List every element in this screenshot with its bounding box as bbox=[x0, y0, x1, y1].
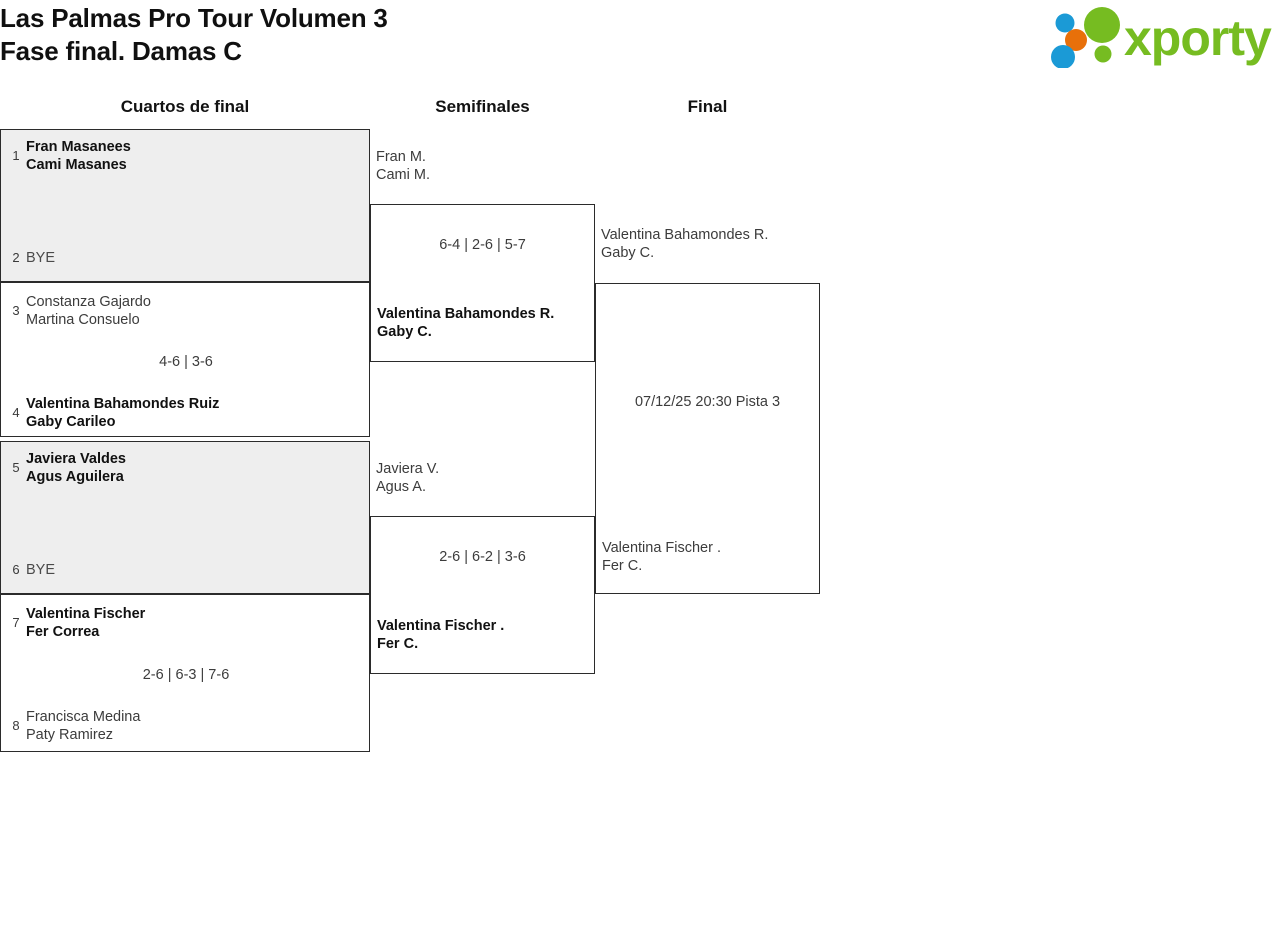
logo-dots bbox=[1051, 7, 1120, 68]
seed-number: 6 bbox=[12, 562, 20, 577]
match-final-team-top[interactable]: Valentina Bahamondes R. Gaby C. bbox=[601, 227, 769, 261]
team-names: Javiera Valdes Agus Aguilera bbox=[26, 451, 126, 485]
seed-number: 4 bbox=[12, 405, 20, 420]
seed-number: 3 bbox=[12, 303, 20, 318]
match-qf-2-team-bottom[interactable]: 4 Valentina Bahamondes Ruiz Gaby Carileo bbox=[1, 395, 371, 431]
logo-wordmark: xporty bbox=[1124, 10, 1273, 66]
match-qf-2-team-top[interactable]: 3 Constanza Gajardo Martina Consuelo bbox=[1, 293, 371, 329]
match-final[interactable]: 07/12/25 20:30 Pista 3 Valentina Fischer… bbox=[595, 283, 820, 594]
match-qf-1[interactable]: 1 Fran Masanees Cami Masanes 2 BYE bbox=[0, 129, 370, 282]
match-qf-4-team-top[interactable]: 7 Valentina Fischer Fer Correa bbox=[1, 605, 371, 641]
match-qf-4-score: 2-6 | 6-3 | 7-6 bbox=[142, 667, 230, 683]
page-title: Las Palmas Pro Tour Volumen 3 Fase final… bbox=[0, 2, 388, 68]
match-qf-3-team-bottom[interactable]: 6 BYE bbox=[1, 561, 371, 579]
match-sf-1-score: 6-4 | 2-6 | 5-7 bbox=[439, 237, 526, 253]
seed-number: 7 bbox=[12, 615, 20, 630]
tournament-name: Las Palmas Pro Tour Volumen 3 bbox=[0, 3, 388, 33]
team-names: Constanza Gajardo Martina Consuelo bbox=[26, 294, 151, 328]
match-sf-1[interactable]: 6-4 | 2-6 | 5-7 Valentina Bahamondes R. … bbox=[370, 204, 595, 362]
team-names: Fran Masanees Cami Masanes bbox=[26, 139, 131, 173]
seed-number: 5 bbox=[12, 460, 20, 475]
team-names: Valentina Fischer Fer Correa bbox=[26, 606, 146, 640]
team-names: BYE bbox=[26, 250, 56, 266]
match-sf-2-score: 2-6 | 6-2 | 3-6 bbox=[439, 549, 526, 565]
team-names: Francisca Medina Paty Ramirez bbox=[26, 709, 141, 743]
match-qf-4-team-bottom[interactable]: 8 Francisca Medina Paty Ramirez bbox=[1, 708, 371, 744]
match-sf-2-team-top[interactable]: Javiera V. Agus A. bbox=[376, 461, 440, 495]
match-final-schedule: 07/12/25 20:30 Pista 3 bbox=[634, 394, 781, 410]
svg-text:xporty: xporty bbox=[1124, 10, 1272, 66]
match-qf-2[interactable]: 3 Constanza Gajardo Martina Consuelo 4-6… bbox=[0, 282, 370, 437]
round-header-semifinals: Semifinales bbox=[435, 97, 530, 116]
team-names: Valentina Bahamondes Ruiz Gaby Carileo bbox=[26, 396, 220, 430]
page-header: Las Palmas Pro Tour Volumen 3 Fase final… bbox=[0, 0, 1280, 80]
match-qf-1-team-bottom[interactable]: 2 BYE bbox=[1, 249, 371, 267]
seed-number: 2 bbox=[12, 250, 20, 265]
match-sf-1-team-bottom[interactable]: Valentina Bahamondes R. Gaby C. bbox=[377, 306, 555, 340]
match-qf-3[interactable]: 5 Javiera Valdes Agus Aguilera 6 BYE bbox=[0, 441, 370, 594]
team-names: BYE bbox=[26, 562, 56, 578]
seed-number: 1 bbox=[12, 148, 20, 163]
round-header-quarterfinals: Cuartos de final bbox=[120, 97, 250, 116]
match-qf-4[interactable]: 7 Valentina Fischer Fer Correa 2-6 | 6-3… bbox=[0, 594, 370, 752]
tournament-phase: Fase final. Damas C bbox=[0, 36, 242, 66]
match-sf-1-team-top[interactable]: Fran M. Cami M. bbox=[376, 149, 430, 183]
match-qf-3-team-top[interactable]: 5 Javiera Valdes Agus Aguilera bbox=[1, 450, 371, 486]
round-header-final: Final bbox=[687, 97, 728, 116]
seed-number: 8 bbox=[12, 718, 20, 733]
match-qf-1-team-top[interactable]: 1 Fran Masanees Cami Masanes bbox=[1, 138, 371, 174]
match-sf-2-team-bottom[interactable]: Valentina Fischer . Fer C. bbox=[377, 618, 505, 652]
xporty-logo[interactable]: xporty bbox=[1046, 6, 1274, 68]
match-final-team-bottom[interactable]: Valentina Fischer . Fer C. bbox=[602, 540, 722, 574]
match-sf-2[interactable]: 2-6 | 6-2 | 3-6 Valentina Fischer . Fer … bbox=[370, 516, 595, 674]
match-qf-2-score: 4-6 | 3-6 bbox=[159, 354, 213, 370]
